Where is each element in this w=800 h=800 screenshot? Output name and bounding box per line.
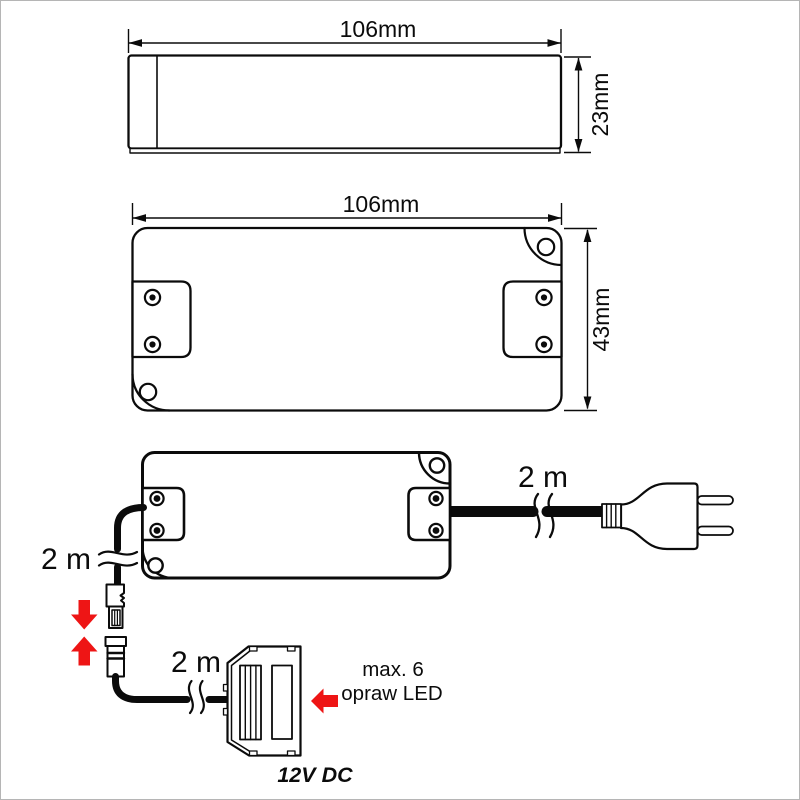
side-height-label: 23mm [587, 73, 613, 137]
arrowhead-left-icon [132, 214, 146, 222]
screw-hole-center [432, 495, 440, 502]
front-view: 106mm [131, 191, 614, 412]
arrowhead-right-icon [547, 39, 561, 47]
arrowhead-down-icon [574, 139, 583, 152]
screw-hole-center [540, 294, 548, 301]
mounting-tab-left [131, 280, 192, 359]
arrowhead-up-icon [574, 57, 583, 71]
driver-side-body [127, 54, 563, 150]
corner-screw-bottom-left [131, 372, 171, 412]
screw-hole [536, 237, 556, 257]
led-output-arrow-left-icon [311, 688, 338, 714]
mains-cable-length-label: 2 m [518, 461, 568, 494]
driver-unit [141, 451, 452, 580]
screw-hole [138, 382, 158, 402]
screw-hole-center [153, 495, 161, 502]
cable-break-icon [547, 492, 555, 539]
screw-hole [428, 457, 446, 474]
driver-front-body [131, 226, 563, 412]
distributor-tab [248, 750, 258, 757]
cable-break-icon [533, 492, 541, 539]
max-fixtures-label-line2: opraw LED [341, 682, 442, 705]
screw-hole-center [540, 341, 548, 348]
screw-hole [147, 557, 164, 574]
connector-pins [111, 609, 121, 627]
female-connector [104, 636, 127, 678]
plug-strain-relief [601, 503, 622, 529]
distributor-cover [271, 664, 293, 740]
mains-cable: 2 m [443, 461, 609, 539]
output-voltage-label: 12V DC [277, 763, 353, 787]
side-view-width-dimension: 106mm [127, 16, 562, 53]
output-cable: 2 m [41, 504, 147, 589]
side-width-label: 106mm [340, 16, 417, 42]
corner-screw-top-right [417, 451, 452, 485]
screw-hole-center [149, 294, 156, 301]
led-distributor-box [222, 645, 302, 757]
cable-break-icon [97, 550, 139, 556]
screw-hole-center [153, 527, 161, 534]
distributor-tab [248, 645, 258, 652]
led-cable-length-label: 2 m [171, 646, 221, 679]
terminal-strip [239, 664, 262, 741]
connect-arrow-down-icon [71, 600, 98, 630]
plug-pin [696, 525, 734, 536]
front-height-label: 43mm [588, 288, 614, 352]
side-view: 106mm 23mm [127, 16, 613, 154]
distributor-inner-edge [230, 649, 252, 753]
connect-arrow-up-icon [71, 636, 98, 666]
corner-screw-top-right [523, 226, 563, 267]
screw-hole-center [149, 341, 156, 348]
distributor-tab [286, 750, 296, 757]
arrowhead-down-icon [583, 396, 592, 410]
arrowhead-left-icon [128, 39, 142, 47]
arrowhead-up-icon [583, 229, 592, 242]
cable-break-icon [198, 679, 205, 715]
distributor-tab [222, 707, 229, 716]
mounting-tab-right [502, 280, 563, 359]
mounting-tab-left [141, 486, 186, 542]
output-cable-length-label: 2 m [41, 543, 91, 576]
wiring-diagram: 2 m [41, 451, 734, 787]
distributor-tab [222, 683, 229, 692]
max-fixtures-label-line1: max. 6 [362, 658, 424, 681]
screw-hole-center [432, 527, 440, 534]
cable-break-icon [97, 561, 139, 567]
male-connector [105, 583, 125, 629]
front-view-width-dimension: 106mm [131, 191, 563, 225]
corner-screw-bottom-left [141, 545, 175, 580]
led-cable: 2 m [112, 646, 232, 715]
side-view-height-dimension: 23mm [564, 56, 613, 154]
driver-unit-body [141, 451, 452, 580]
distributor-tab [286, 645, 296, 652]
plug-pin [696, 495, 734, 506]
cable-break-icon [187, 679, 194, 715]
plug-body [619, 482, 699, 551]
mounting-tab-right [407, 486, 452, 542]
arrowhead-right-icon [548, 214, 562, 222]
front-width-label: 106mm [343, 191, 420, 217]
mains-plug [601, 482, 734, 551]
front-view-height-dimension: 43mm [564, 227, 614, 412]
base-plate-strip [129, 147, 561, 154]
